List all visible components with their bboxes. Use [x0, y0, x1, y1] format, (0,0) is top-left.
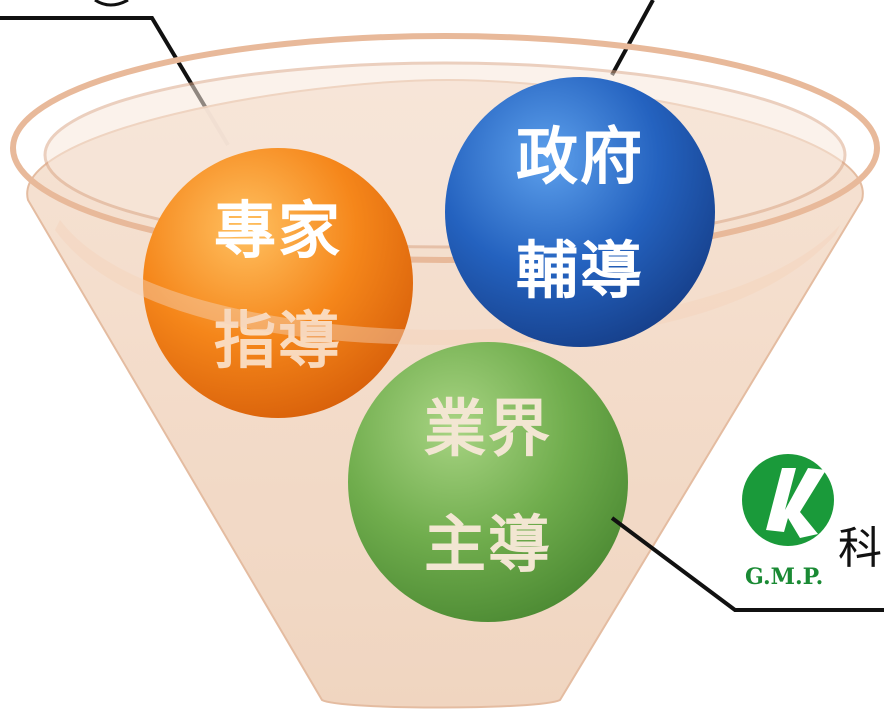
- gmp-logo: G.M.P.: [742, 454, 834, 590]
- bubble-government-line2: 輔導: [516, 234, 644, 307]
- gmp-logo-caption: G.M.P.: [745, 564, 823, 590]
- partial-heading-text: 科: [838, 523, 882, 574]
- bubble-expert-line1: 專家: [214, 194, 342, 267]
- bubble-government-line1: 政府: [516, 120, 644, 193]
- funnel-rim-outer: [10, 33, 880, 263]
- bubble-government: 政府 輔導: [445, 77, 715, 347]
- circle-fragment: [94, 0, 129, 7]
- bubble-expert-line2: 指導: [214, 304, 342, 377]
- bubble-expert: 專家 指導: [143, 148, 413, 418]
- bubble-industry-line1: 業界: [424, 392, 552, 465]
- gmp-logo-mark: [766, 468, 826, 538]
- bubble-industry-line2: 主導: [424, 508, 552, 581]
- connector-line-industry: [610, 516, 884, 612]
- gmp-logo-icon: [742, 454, 834, 546]
- bubble-industry: 業界 主導: [348, 342, 628, 622]
- connector-line-government: [610, 0, 655, 76]
